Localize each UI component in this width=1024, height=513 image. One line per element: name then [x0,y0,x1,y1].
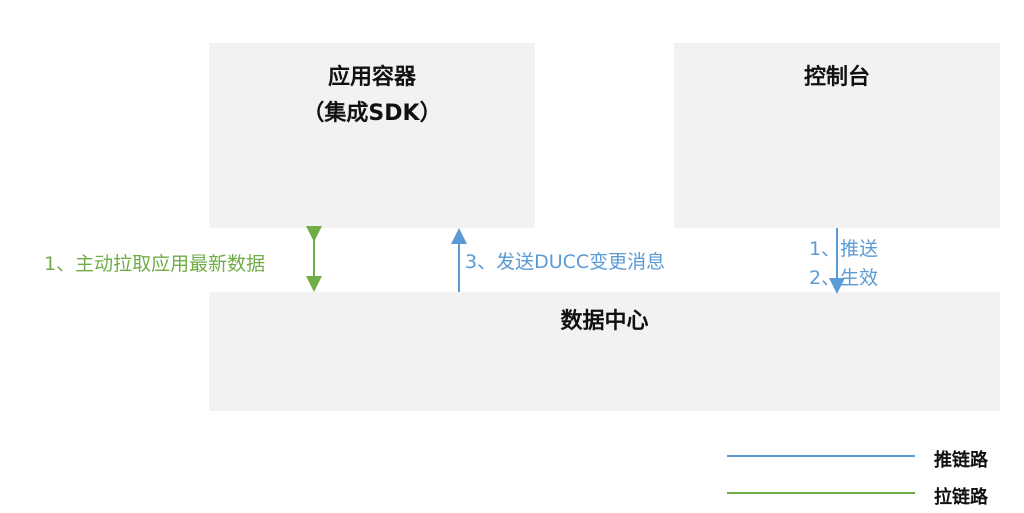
console-node: 控制台 [674,43,1000,228]
app-container-node: 应用容器 （集成SDK） [209,43,535,228]
push-label-1: 1、推送 [809,238,879,260]
legend-push-label: 推链路 [934,450,988,471]
data-center-node: 数据中心 [209,292,1000,411]
legend-pull-label: 拉链路 [934,487,988,508]
push-label-2: 2、生效 [809,267,879,289]
pull-label: 1、主动拉取应用最新数据 [44,253,266,275]
data-center-title: 数据中心 [560,309,649,334]
console-title: 控制台 [803,65,870,90]
send-label: 3、发送DUCC变更消息 [465,251,666,273]
app-container-subtitle: （集成SDK） [302,101,442,126]
app-container-title: 应用容器 [327,65,416,90]
